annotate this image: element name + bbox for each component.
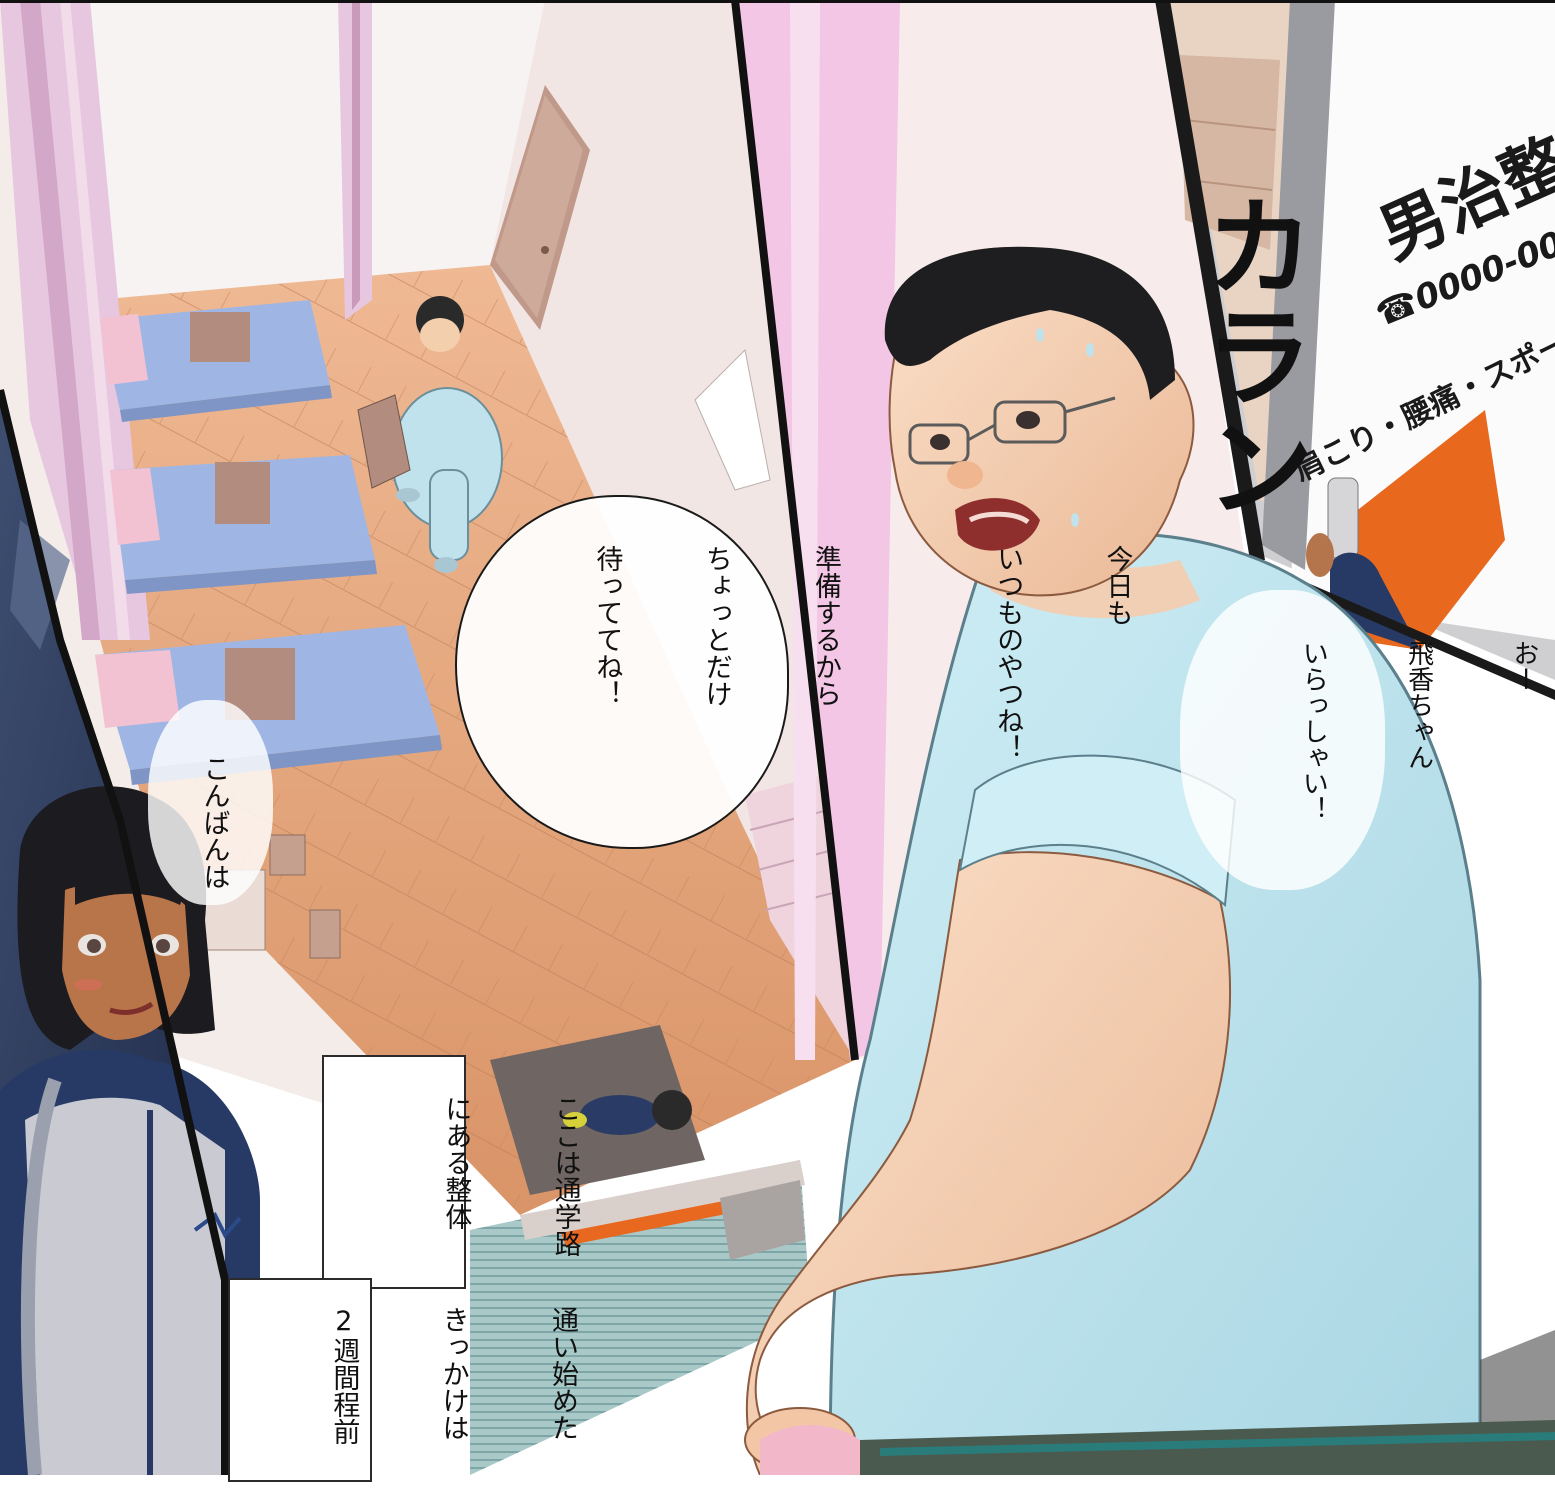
welcome-bubble xyxy=(1180,590,1385,890)
narration-1-line-1: ここは通学路 xyxy=(549,1095,581,1257)
visitor-overhead-figure xyxy=(563,1090,692,1135)
prepare-bubble xyxy=(455,495,789,849)
prepare-line-2: いつものやつね！ xyxy=(992,545,1024,761)
welcome-line-3: いらっしゃい！ xyxy=(1298,640,1329,822)
narration-2-line-3: 2週間程前 xyxy=(328,1306,360,1445)
welcome-line-2: 飛香ちゃん xyxy=(1403,640,1434,770)
prepare-speech: 今日も いつものやつね！ 準備するから ちょっとだけ 待っててね！ xyxy=(515,545,1207,761)
prepare-line-6: 待っててね！ xyxy=(591,545,623,707)
prepare-line-4: 準備するから xyxy=(809,545,841,707)
entrance-door-panel xyxy=(1155,0,1555,680)
narration-box-1: ここは通学路 にある整体 xyxy=(322,1055,581,1289)
treatment-bed-1 xyxy=(100,300,332,422)
narration-2-line-1: 通い始めた xyxy=(546,1306,578,1441)
narration-1-line-2: にある整体 xyxy=(440,1095,472,1230)
narration-2-line-2: きっかけは xyxy=(437,1306,469,1441)
treatment-bed-2 xyxy=(110,455,377,594)
narration-box-2: 通い始めた きっかけは 2週間程前 xyxy=(228,1278,578,1482)
greeting-bubble xyxy=(148,700,273,905)
prepare-line-5: ちょっとだけ xyxy=(700,545,732,707)
welcome-speech: おー 飛香ちゃん いらっしゃい！ xyxy=(1225,640,1555,822)
therapist-overhead-figure xyxy=(357,296,503,573)
greeting-speech: こんばんは xyxy=(198,755,230,890)
prepare-line-1: 今日も xyxy=(1101,545,1133,626)
welcome-line-1: おー xyxy=(1508,640,1539,692)
door-bell-sound-effect: カラン xyxy=(1186,190,1314,520)
